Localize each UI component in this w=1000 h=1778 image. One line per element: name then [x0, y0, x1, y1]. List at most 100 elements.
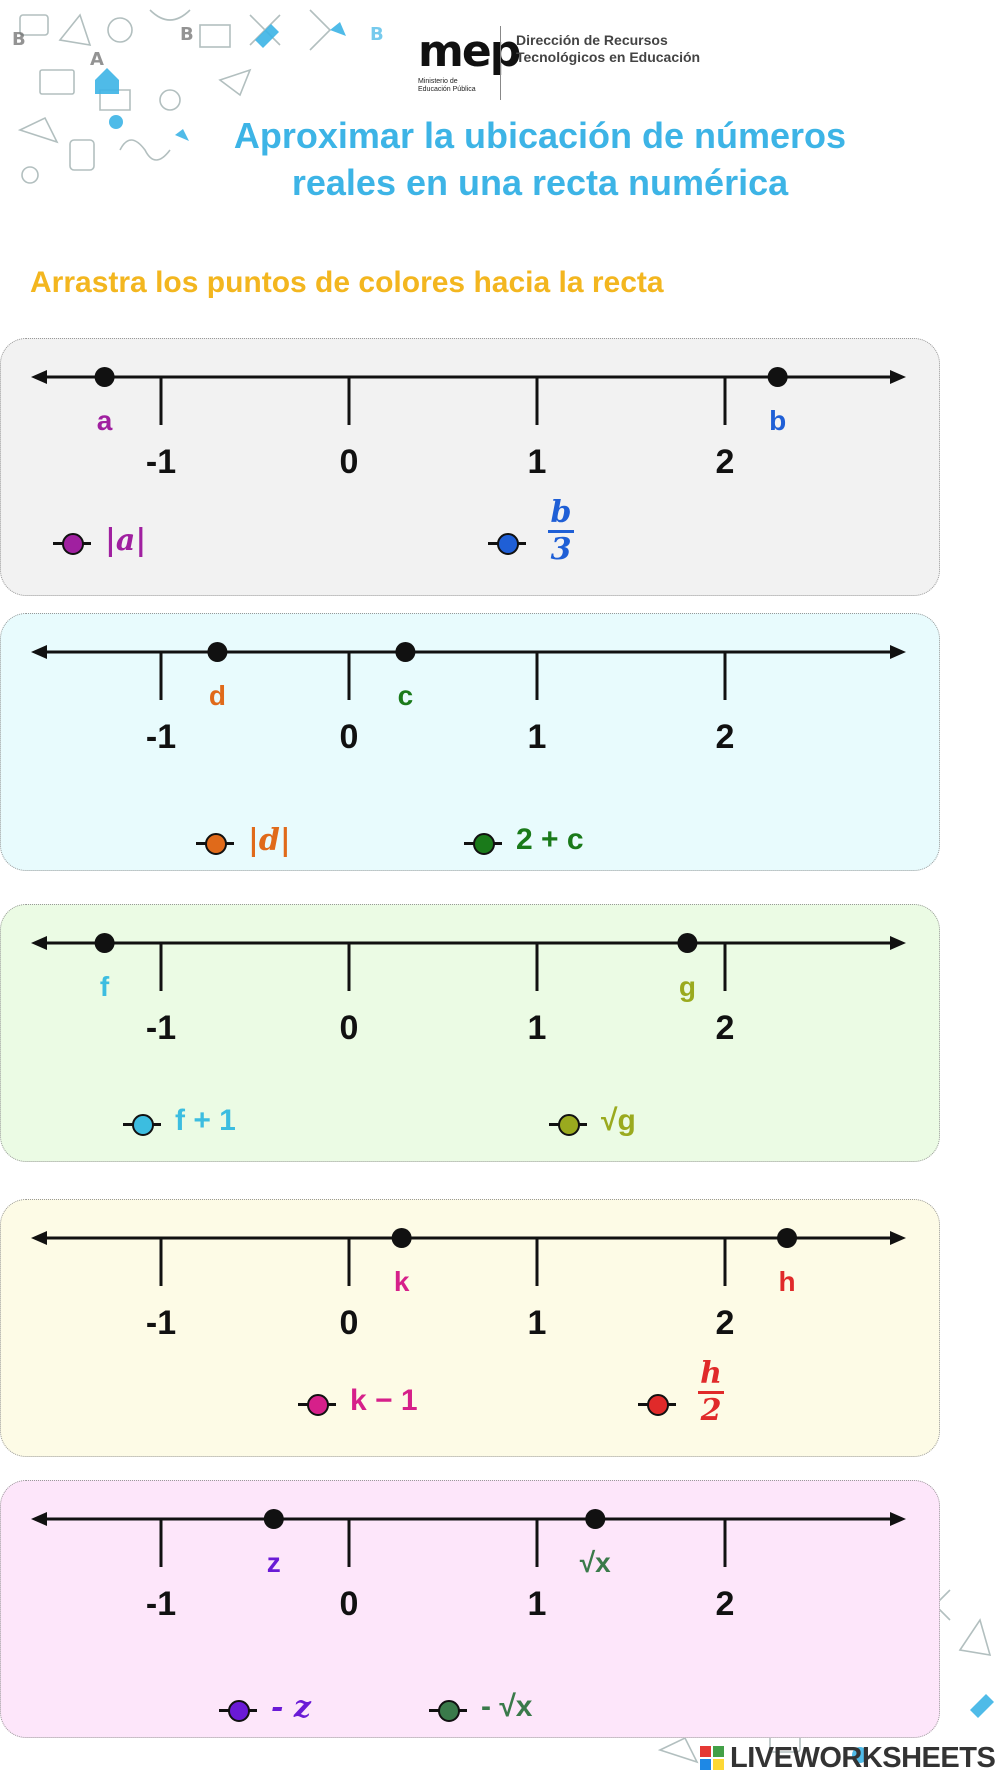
arrow-right-icon: [890, 936, 906, 950]
drag-handle-dot[interactable]: [228, 1700, 250, 1722]
page-title-line-2: reales en una recta numérica: [291, 162, 789, 203]
drag-handle-dot[interactable]: [438, 1700, 460, 1722]
tick-label: -1: [145, 718, 177, 756]
tick-label: 0: [339, 1009, 359, 1047]
number-line-panel-5: -1 0 1 2 z √x - z - √x: [0, 1480, 940, 1738]
tick-label: 1: [527, 1009, 547, 1047]
page-title-line-1: Aproximar la ubicación de números: [233, 115, 847, 156]
arrow-left-icon: [31, 645, 47, 659]
department-name: Dirección de Recursos Tecnológicos en Ed…: [516, 32, 700, 66]
point-marker: [585, 1509, 606, 1529]
fraction-numerator: b: [550, 495, 572, 530]
number-line[interactable]: [1, 1200, 941, 1458]
arrow-left-icon: [31, 1231, 47, 1245]
arrow-right-icon: [890, 1512, 906, 1526]
drag-handle-dot[interactable]: [558, 1114, 580, 1136]
number-line-panel-3: -1 0 1 2 f g f + 1 √g: [0, 904, 940, 1162]
point-marker: [767, 367, 788, 387]
tick-label: 0: [339, 718, 359, 756]
point-marker: [207, 642, 228, 662]
arrow-left-icon: [31, 370, 47, 384]
tick-label: 0: [339, 1304, 359, 1342]
department-line-2: Tecnológicos en Educación: [516, 49, 701, 65]
point-label: b: [769, 405, 787, 436]
arrow-right-icon: [890, 1231, 906, 1245]
arrow-right-icon: [890, 645, 906, 659]
tick-label: 1: [527, 718, 547, 756]
arrow-left-icon: [31, 936, 47, 950]
page-title: Aproximar la ubicación de números reales…: [160, 112, 920, 206]
tick-label: 2: [715, 718, 735, 756]
drag-handle-dot[interactable]: [132, 1114, 154, 1136]
draggable-expression: - z: [271, 1690, 311, 1725]
point-label: a: [96, 405, 113, 436]
arrow-left-icon: [31, 1512, 47, 1526]
svg-text:B: B: [370, 24, 384, 45]
point-marker: [777, 1228, 798, 1248]
point-label: k: [393, 1266, 410, 1297]
tick-label: -1: [145, 443, 177, 481]
point-label: z: [266, 1547, 281, 1578]
point-label: h: [778, 1266, 796, 1297]
number-line[interactable]: [1, 1481, 941, 1739]
point-label: f: [99, 971, 110, 1002]
svg-text:A: A: [90, 49, 104, 70]
tick-label: 2: [715, 1585, 735, 1623]
liveworksheets-icon: [700, 1745, 724, 1770]
draggable-expression: √g: [601, 1104, 636, 1137]
drag-handle-dot[interactable]: [62, 533, 84, 555]
point-marker: [677, 933, 698, 953]
draggable-expression: |d|: [248, 823, 291, 858]
point-marker: [94, 367, 115, 387]
logo-divider: [500, 26, 501, 100]
drag-handle-dot[interactable]: [307, 1394, 329, 1416]
point-label: c: [397, 680, 414, 711]
draggable-expression: - √x: [481, 1690, 533, 1723]
draggable-expression: |a|: [105, 523, 147, 558]
point-label: d: [208, 680, 226, 711]
tick-label: -1: [145, 1009, 177, 1047]
tick-label: 1: [527, 1304, 547, 1342]
drag-handle-dot[interactable]: [647, 1394, 669, 1416]
mep-logo: mep Ministerio de Educación Pública Dire…: [410, 26, 710, 102]
draggable-expression: f + 1: [175, 1104, 236, 1137]
drag-handle-dot[interactable]: [205, 833, 227, 855]
drag-handle-dot[interactable]: [473, 833, 495, 855]
number-line[interactable]: [1, 339, 941, 597]
tick-label: 1: [527, 1585, 547, 1623]
fraction-denominator: 3: [550, 531, 572, 567]
liveworksheets-logo: LIVEWORKSHEETS: [700, 1742, 996, 1775]
point-label: g: [678, 971, 696, 1002]
tick-label: 0: [339, 1585, 359, 1623]
number-line[interactable]: [1, 614, 941, 872]
department-line-1: Dirección de Recursos: [516, 32, 668, 48]
point-marker: [263, 1509, 284, 1529]
instruction-text: Arrastra los puntos de colores hacia la …: [30, 266, 664, 299]
arrow-right-icon: [890, 370, 906, 384]
fraction-denominator: 2: [700, 1392, 722, 1428]
tick-label: 2: [715, 1304, 735, 1342]
mep-logo-subtext: Ministerio de Educación Pública: [418, 78, 476, 93]
tick-label: -1: [145, 1585, 177, 1623]
tick-label: 2: [715, 1009, 735, 1047]
fraction-numerator: h: [700, 1356, 722, 1391]
tick-label: 1: [527, 443, 547, 481]
mep-logo-text: mep: [418, 26, 521, 77]
number-line[interactable]: [1, 905, 941, 1163]
point-marker: [395, 642, 416, 662]
point-label: √x: [579, 1547, 611, 1578]
draggable-expression: k − 1: [350, 1384, 418, 1417]
tick-label: 0: [339, 443, 359, 481]
point-marker: [94, 933, 115, 953]
fraction-bar: [548, 530, 574, 533]
drag-handle-dot[interactable]: [497, 533, 519, 555]
svg-text:B: B: [12, 29, 26, 50]
liveworksheets-brand: LIVEWORKSHEETS: [730, 1742, 996, 1774]
point-marker: [391, 1228, 412, 1248]
tick-label: -1: [145, 1304, 177, 1342]
